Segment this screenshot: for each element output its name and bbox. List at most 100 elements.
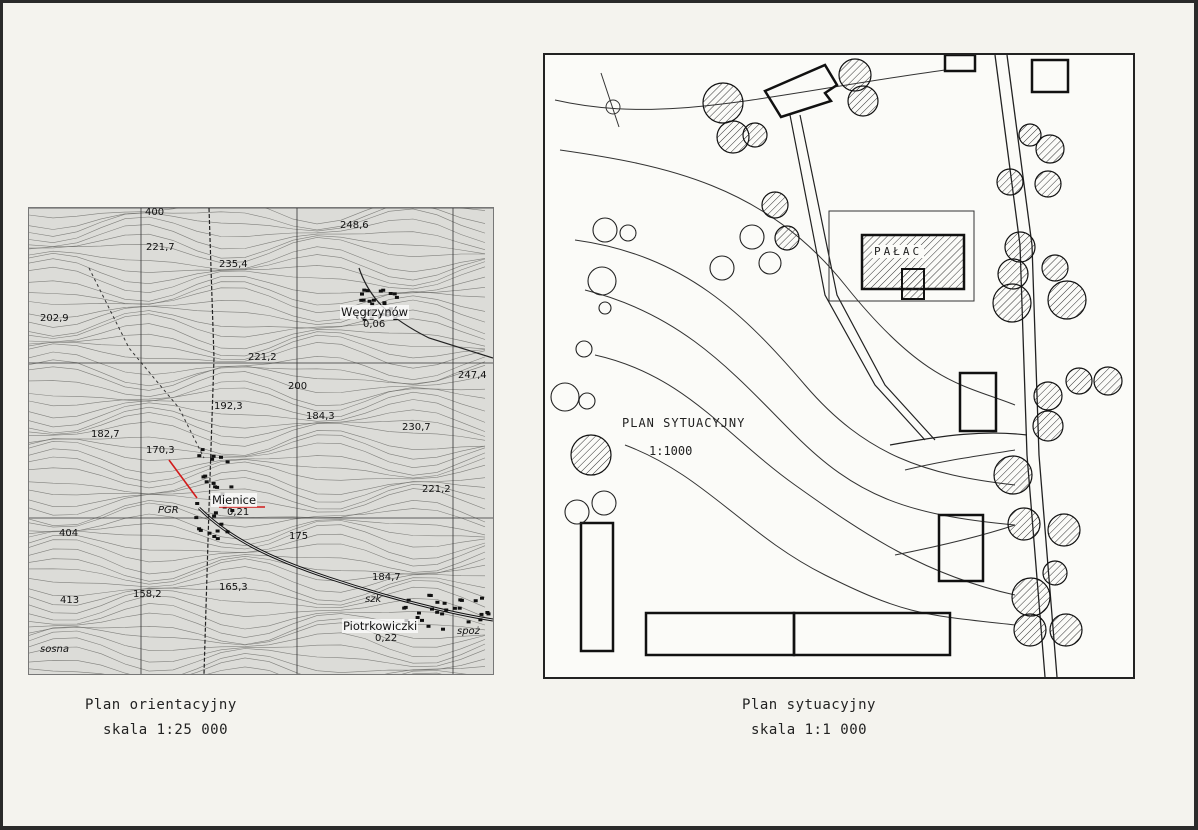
site-plan: PLAN SYTUACYJNY 1:1000 PAŁAC: [543, 53, 1135, 679]
building-symbol: [466, 620, 471, 624]
main-road-inner: [198, 507, 493, 621]
tree: [742, 122, 768, 148]
contour-line: [29, 399, 486, 428]
building-symbol: [225, 460, 230, 464]
building-symbol: [444, 608, 449, 612]
palace-porch: [901, 268, 925, 300]
outbuilding: [792, 611, 952, 657]
building-symbol: [480, 596, 484, 600]
tree: [564, 499, 590, 525]
contour-line: [29, 323, 486, 350]
building-symbol: [201, 475, 206, 479]
tree: [1018, 123, 1042, 147]
tree: [570, 434, 612, 476]
building-symbol: [459, 598, 464, 602]
contour-line: [29, 380, 486, 407]
track: [88, 267, 205, 459]
contour-line: [29, 365, 486, 391]
contour-line: [29, 502, 486, 528]
contour-line: [29, 208, 486, 231]
outbuilding: [958, 371, 998, 433]
contour-line: [29, 558, 486, 585]
tree: [739, 224, 765, 250]
contour-line: [29, 513, 486, 541]
site-plan-drawing: [550, 55, 1123, 677]
tree: [591, 490, 617, 516]
contour-line: [29, 313, 486, 340]
building-symbol: [213, 511, 218, 515]
building-symbol: [415, 616, 420, 619]
building-symbol: [197, 454, 202, 458]
local-road: [203, 208, 215, 674]
building-symbol: [210, 457, 215, 461]
alley-edge: [789, 114, 926, 441]
building-symbol: [435, 600, 440, 604]
tree: [992, 283, 1032, 323]
outbuilding: [579, 521, 615, 653]
tree: [709, 255, 735, 281]
village-label-mienice: Mienice: [211, 493, 258, 507]
contour-line: [29, 430, 486, 456]
tree: [774, 225, 800, 251]
contour-label-200: 200: [288, 381, 308, 392]
spot-height-182-7: 182,7: [91, 429, 120, 440]
spot-height-158-2: 158,2: [133, 589, 162, 600]
building-symbol: [426, 624, 431, 628]
contour-line: [29, 637, 486, 664]
orientation-map: 400 221,7 248,6 235,4 202,9 Węgrzynów 0,…: [28, 207, 494, 675]
building-symbol: [367, 299, 372, 303]
building-symbol: [198, 528, 203, 532]
building-symbol: [362, 317, 367, 321]
contour-label-175: 175: [289, 531, 309, 542]
building-symbol: [392, 292, 397, 296]
contour-line: [29, 406, 486, 434]
tree: [1049, 613, 1083, 647]
building-symbol: [452, 606, 457, 610]
village-distance-piotrkowiczki: 0,22: [375, 633, 398, 644]
contour-line: [29, 276, 486, 302]
contour-line: [29, 539, 486, 567]
contour-line: [29, 371, 486, 398]
building-symbol: [479, 612, 484, 616]
spot-height-192-3: 192,3: [214, 401, 243, 412]
building-symbol: [365, 289, 370, 293]
contour-line: [29, 237, 485, 264]
building-symbol: [219, 522, 224, 526]
contour-line: [29, 208, 486, 237]
building-symbol: [360, 292, 364, 296]
spot-height-170-3: 170,3: [146, 445, 175, 456]
building-symbol: [381, 288, 386, 292]
tree: [1007, 507, 1041, 541]
contour-line: [29, 224, 486, 250]
terrain-contour: [624, 444, 1016, 626]
tree: [587, 266, 617, 296]
road-edge: [994, 55, 1046, 677]
village-label-wegrzynow: Węgrzynów: [340, 305, 410, 319]
orientation-map-scale: skala 1:25 000: [103, 722, 229, 738]
building-symbol: [417, 611, 421, 615]
terrain-contour: [894, 524, 1016, 556]
location-marker: [168, 459, 198, 499]
contour-line: [29, 586, 486, 614]
tree: [592, 217, 618, 243]
contour-line: [29, 630, 486, 657]
contour-line: [29, 566, 486, 593]
village-distance-mienice: 0,21: [227, 507, 250, 518]
tree: [996, 168, 1024, 196]
tree: [1041, 254, 1069, 282]
building-symbol: [435, 610, 440, 614]
orientation-map-caption: Plan orientacyjny: [85, 697, 237, 713]
contour-line: [29, 653, 486, 674]
building-symbol: [402, 606, 407, 610]
building-symbol: [378, 289, 383, 293]
site-plan-scale: 1:1000: [649, 444, 693, 458]
building-symbol: [215, 485, 220, 489]
contour-line: [29, 548, 486, 575]
contour-line: [29, 646, 486, 672]
spot-height-230-7: 230,7: [402, 422, 431, 433]
contour-line: [29, 342, 486, 369]
building-symbol: [457, 606, 462, 610]
building-symbol: [204, 480, 209, 484]
building-symbol: [428, 594, 433, 597]
building-symbol: [211, 481, 216, 485]
